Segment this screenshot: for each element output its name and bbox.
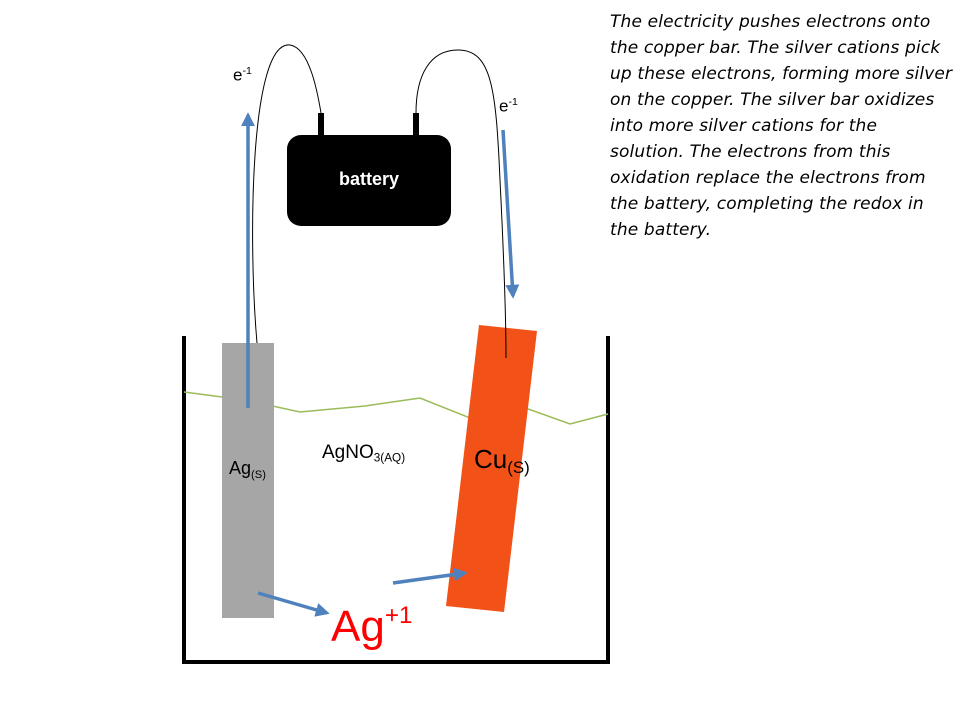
- battery-label: battery: [338, 169, 400, 189]
- electron-label-left: e-1: [233, 65, 252, 85]
- electron-label-right: e-1: [499, 96, 518, 116]
- copper-electrode: [446, 325, 537, 612]
- wire-right: [415, 49, 507, 359]
- ion-deposit-arrow: [392, 567, 468, 585]
- electron-flow-arrow-down: [501, 129, 520, 299]
- battery-terminal-right: [413, 113, 419, 137]
- copper-electrode-label: Cu(S): [474, 444, 530, 478]
- wire-left: [252, 44, 322, 344]
- explanation-text: The electricity pushes electrons onto th…: [610, 12, 953, 240]
- silver-ion-label: Ag+1: [331, 602, 413, 652]
- battery-body: [287, 135, 451, 226]
- beaker: [182, 336, 610, 664]
- ion-release-arrow: [257, 591, 330, 617]
- battery-terminal-left: [318, 113, 324, 137]
- silver-electrode-label: Ag(S): [229, 458, 266, 481]
- solution-label: AgNO3(AQ): [322, 442, 406, 465]
